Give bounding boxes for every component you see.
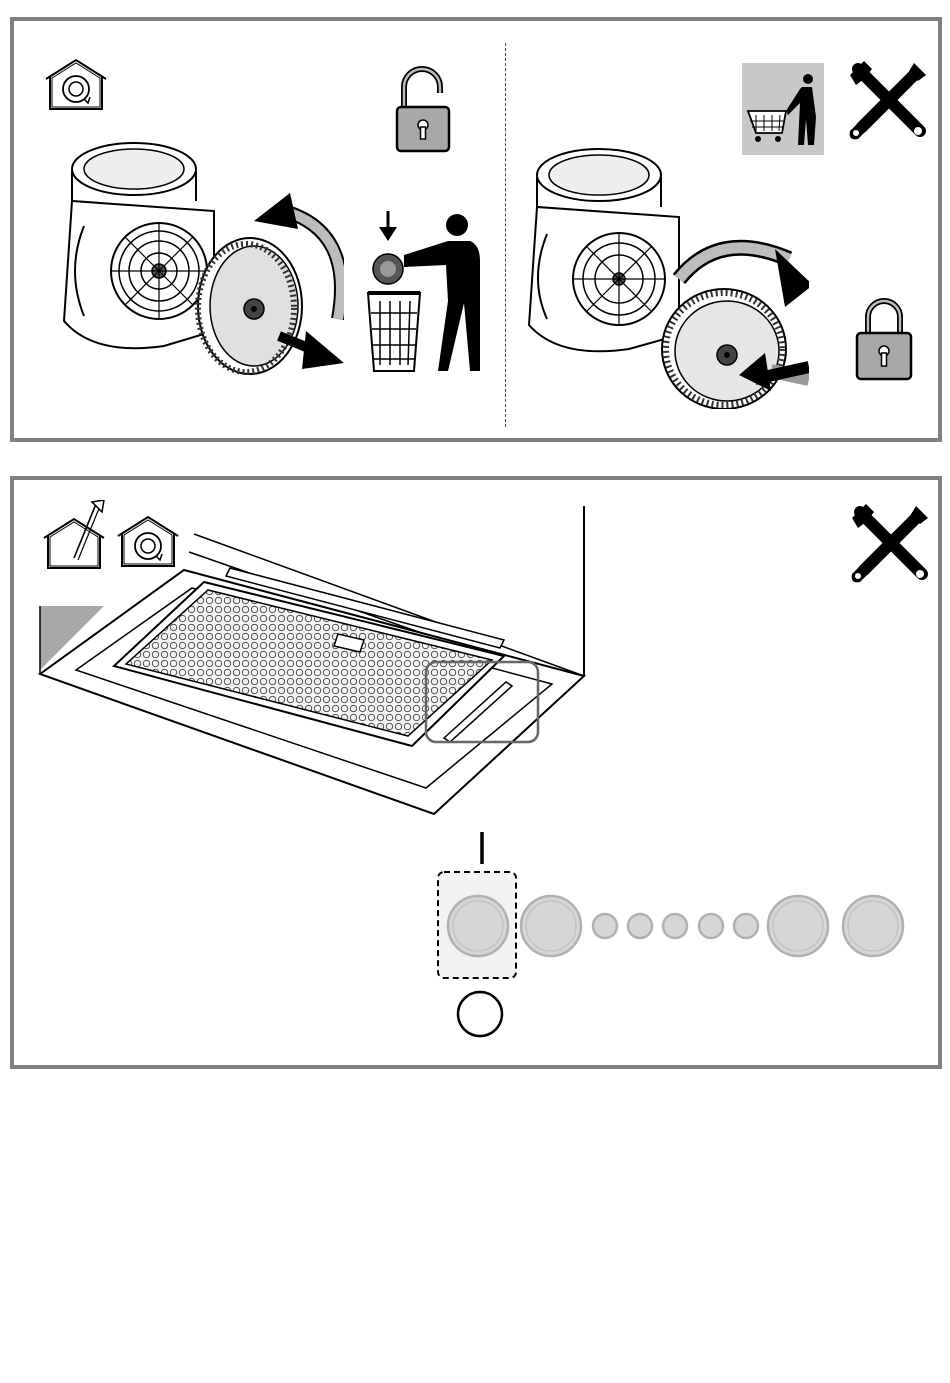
control-button[interactable] (768, 896, 828, 956)
unlock-padlock-icon (394, 63, 454, 155)
indicator-light (734, 914, 758, 938)
filter-reset-button[interactable] (448, 896, 508, 956)
indicator-light (593, 914, 617, 938)
tools-icon (848, 61, 928, 141)
step-divider (505, 43, 506, 427)
tools-icon (850, 504, 930, 584)
recirculation-house-icon (44, 57, 108, 113)
indicator-light (699, 914, 723, 938)
control-panel (434, 828, 914, 1048)
hood-underside-filter-illustration (34, 506, 594, 826)
off-mark (458, 992, 502, 1036)
indicator-light (663, 914, 687, 938)
filter-reset-panel (10, 476, 942, 1069)
control-button[interactable] (843, 896, 903, 956)
filter-replacement-panel (10, 17, 942, 442)
dispose-bin-icon (366, 211, 486, 383)
hood-motor-install-filter-illustration (519, 139, 809, 409)
lock-padlock-icon (854, 293, 914, 383)
control-button[interactable] (521, 896, 581, 956)
indicator-light (628, 914, 652, 938)
hood-motor-remove-filter-illustration (54, 131, 344, 391)
